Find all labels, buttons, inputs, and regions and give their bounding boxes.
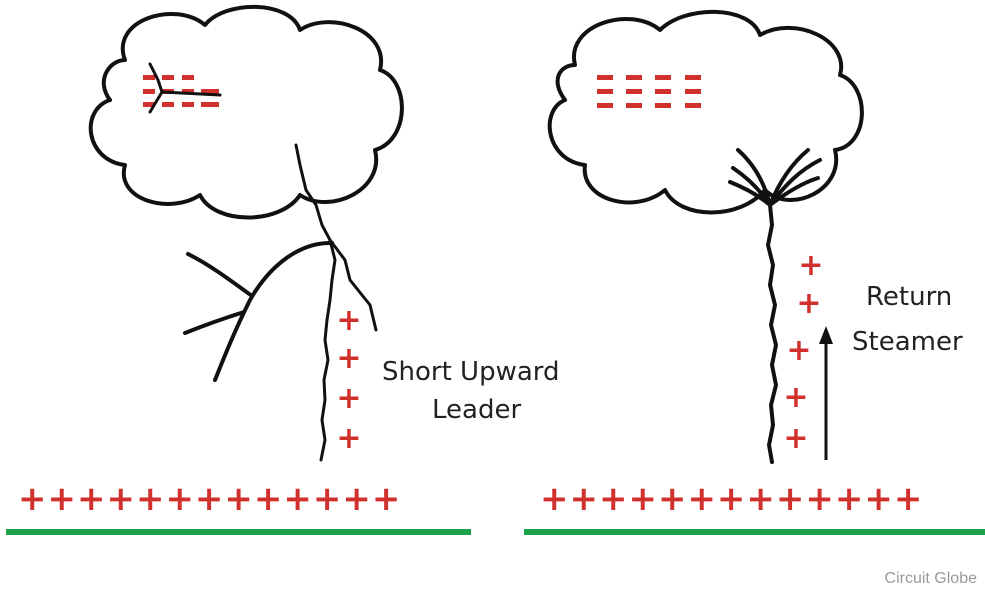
right-ground-charges: +++++++++++++ — [540, 479, 923, 519]
right-ground-line — [524, 529, 985, 535]
left-cloud — [88, 4, 404, 220]
right-cloud-negative-charges — [597, 75, 701, 108]
left-cloud-channel — [148, 62, 222, 114]
leader-charge: + — [336, 341, 361, 376]
right-streamer-charges: + + + + + — [783, 248, 823, 456]
right-cloud — [547, 9, 864, 215]
circuit-globe-watermark: Circuit Globe — [885, 570, 978, 587]
leader-charge: + — [336, 421, 361, 456]
left-cloud-negative-charges — [143, 75, 219, 107]
streamer-charge: + — [798, 248, 823, 283]
left-leader-branch-lower — [183, 310, 246, 335]
left-leader-branch-main — [213, 240, 334, 382]
streamer-charge: + — [783, 421, 808, 456]
short-upward-leader-label-line2: Leader — [432, 395, 521, 425]
left-ground-line — [6, 529, 471, 535]
streamer-charge: + — [783, 380, 808, 415]
left-stepped-leader — [294, 143, 337, 462]
right-cloud-branches — [728, 148, 822, 207]
short-upward-leader-label-line1: Short Upward — [382, 357, 560, 387]
leader-charge: + — [336, 381, 361, 416]
right-return-channel — [766, 203, 778, 464]
streamer-charge: + — [796, 286, 821, 321]
left-panel: + + + + Short Upward Leader ++++++++++++… — [6, 4, 560, 535]
left-leader-branch-upper — [186, 252, 254, 298]
streamer-charge: + — [786, 333, 811, 368]
leader-charge: + — [336, 303, 361, 338]
left-leader-charges: + + + + — [336, 303, 361, 456]
return-steamer-label-line2: Steamer — [852, 327, 963, 357]
left-ground-charges: +++++++++++++ — [18, 479, 401, 519]
return-steamer-label-line1: Return — [866, 282, 952, 312]
upward-arrow — [819, 326, 833, 460]
right-panel: + + + + + Return Steamer +++++++++++++ — [524, 9, 985, 535]
left-leader-branch-right — [328, 238, 378, 332]
